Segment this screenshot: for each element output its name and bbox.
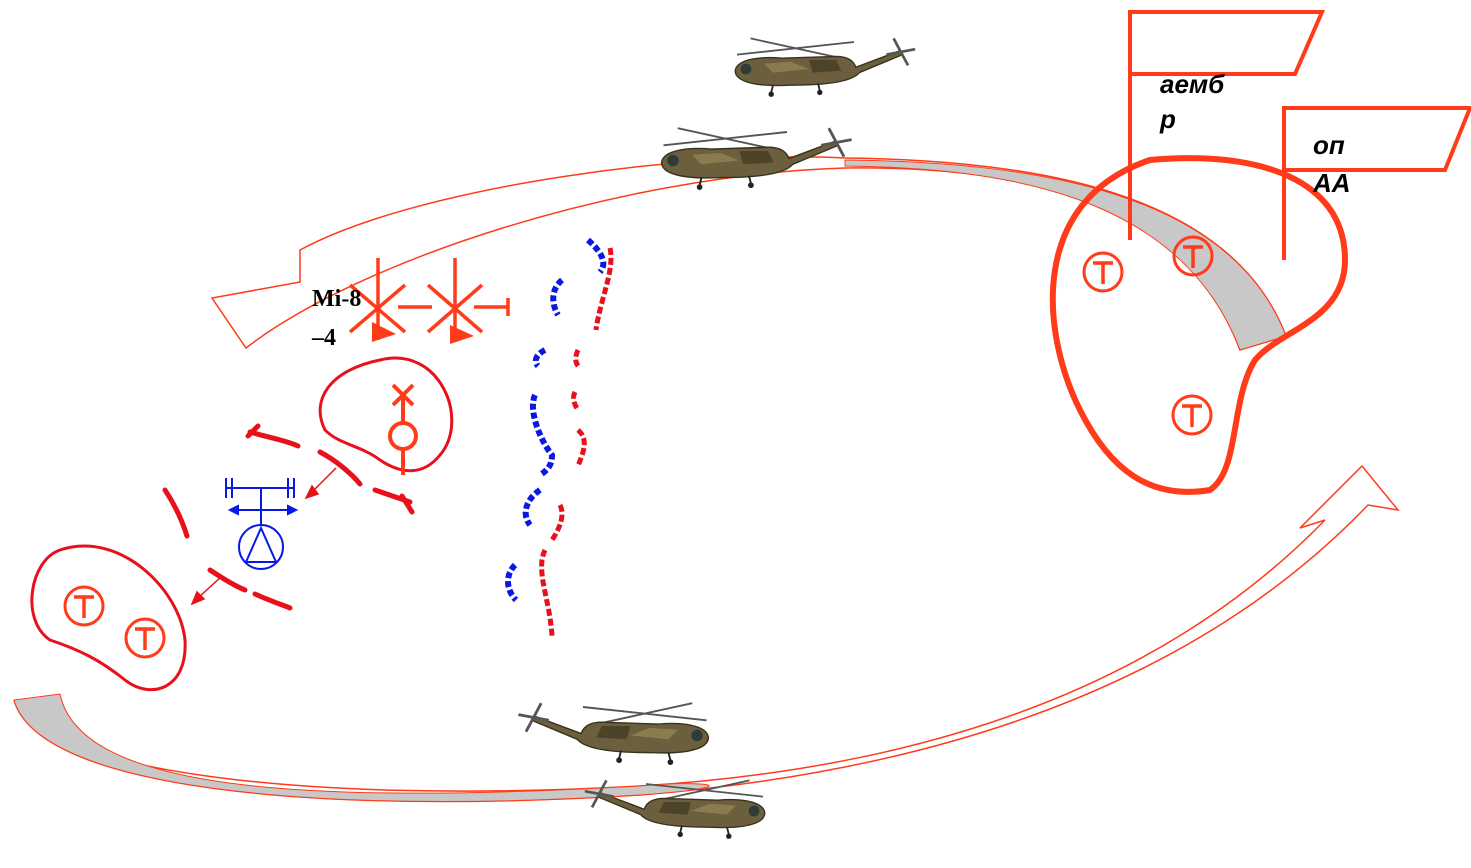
friendly-front-line [505, 237, 607, 603]
enemy-area-center [318, 356, 454, 473]
circled-t-icon [1171, 394, 1213, 436]
helicopter-icon [516, 701, 710, 767]
upper-route-shade [844, 159, 1287, 351]
unit-label-line1: Mi-8 [312, 286, 361, 312]
helicopter-unit-symbol [348, 258, 510, 340]
flag2-label-line2: АА [1312, 168, 1351, 198]
enemy-area-left [30, 544, 187, 692]
circled-t-icon [124, 617, 166, 659]
objective-area-right [1049, 155, 1349, 495]
helicopter-icon [733, 37, 917, 99]
flag2-label-line1: оп [1313, 130, 1345, 160]
flag-icon [1128, 10, 1471, 260]
attack-arrow [190, 467, 337, 606]
enemy-front-line [539, 247, 614, 637]
friendly-unit-symbol [225, 478, 299, 570]
unit-label-line2: –4 [311, 325, 336, 351]
enemy-defense-line [162, 423, 415, 611]
flag1-label-line1: аемб [1160, 69, 1225, 99]
enemy-position-symbol [388, 383, 418, 475]
flag1-label-line2: р [1159, 104, 1176, 134]
lower-route-shade [13, 693, 710, 802]
lower-route-arrow [13, 464, 1400, 803]
circled-t-icon [63, 585, 105, 627]
circled-t-icon [1082, 251, 1124, 293]
